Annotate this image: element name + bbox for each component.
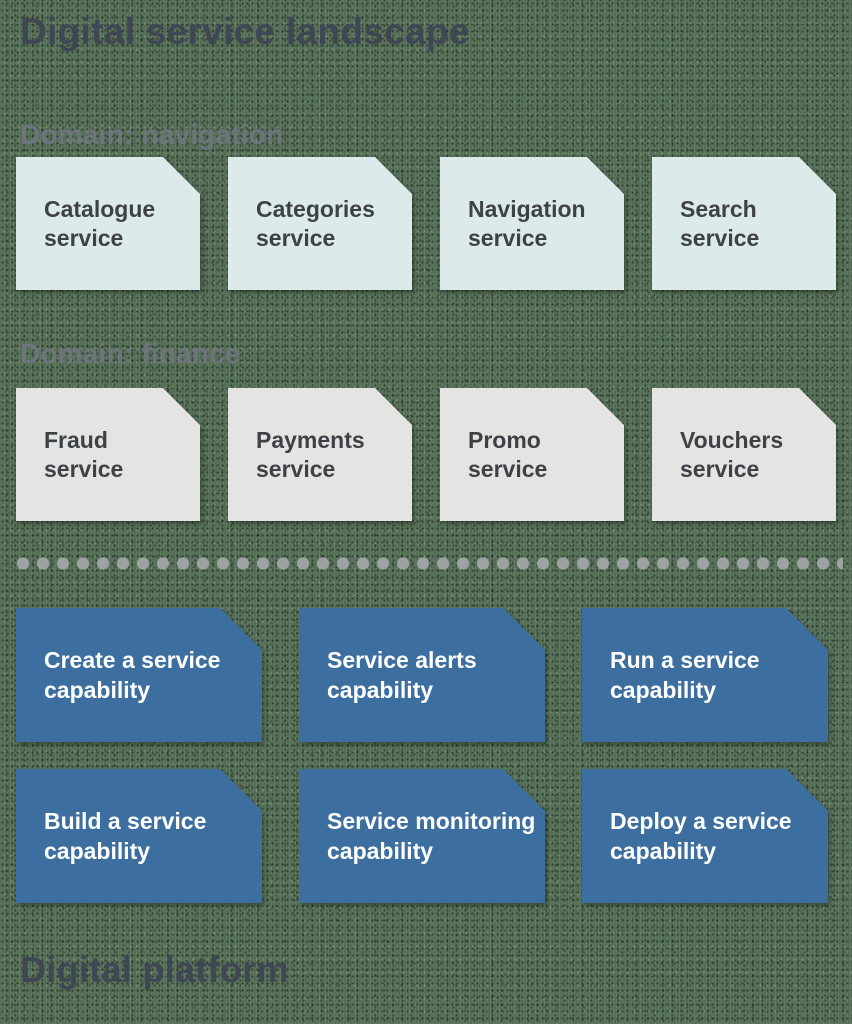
card-label: Catalogue xyxy=(44,195,156,222)
service-card-categories: Categories service xyxy=(228,157,412,290)
platform-title: Digital platform xyxy=(20,949,289,990)
capability-card-build: Build a service capability xyxy=(16,769,262,903)
card-label: capability xyxy=(610,677,717,703)
capability-card-create: Create a service capability xyxy=(16,608,262,742)
service-card-catalogue: Catalogue service xyxy=(16,157,200,290)
card-label: capability xyxy=(327,677,434,703)
card-label: service xyxy=(468,455,548,482)
card-label: Fraud xyxy=(44,426,108,453)
service-card-payments: Payments service xyxy=(228,388,412,521)
capability-card-service-monitoring: Service monitoring capability xyxy=(299,769,545,903)
card-label: capability xyxy=(610,838,717,864)
service-card-vouchers: Vouchers service xyxy=(652,388,836,521)
service-card-fraud: Fraud service xyxy=(16,388,200,521)
card-label: service xyxy=(44,455,124,482)
navigation-services-row: Catalogue service Categories service Nav… xyxy=(16,157,836,290)
capability-card-service-alerts: Service alerts capability xyxy=(299,608,545,742)
capabilities-row-1: Create a service capability Service aler… xyxy=(16,608,828,742)
card-label: Service monitoring xyxy=(327,808,536,834)
card-label: service xyxy=(256,455,336,482)
card-label: Search xyxy=(680,195,757,222)
card-label: Deploy a service xyxy=(610,808,792,834)
card-label: Vouchers xyxy=(680,426,784,453)
card-label: service xyxy=(680,455,760,482)
card-label: Payments xyxy=(256,426,365,453)
card-label: Build a service xyxy=(44,808,207,834)
card-label: service xyxy=(468,224,548,251)
dotted-separator xyxy=(13,557,843,570)
card-label: Create a service xyxy=(44,647,221,673)
card-label: Promo xyxy=(468,426,541,453)
domain-finance-label: Domain: finance xyxy=(20,338,241,369)
card-label: Service alerts xyxy=(327,647,477,673)
service-card-search: Search service xyxy=(652,157,836,290)
service-card-navigation: Navigation service xyxy=(440,157,624,290)
card-label: service xyxy=(256,224,336,251)
capabilities-row-2: Build a service capability Service monit… xyxy=(16,769,828,903)
card-label: Navigation xyxy=(468,195,586,222)
card-label: capability xyxy=(44,838,151,864)
capability-card-deploy: Deploy a service capability xyxy=(582,769,828,903)
card-label: service xyxy=(680,224,760,251)
page-title: Digital service landscape xyxy=(20,11,470,52)
card-label: capability xyxy=(44,677,151,703)
finance-services-row: Fraud service Payments service Promo ser… xyxy=(16,388,836,521)
card-label: capability xyxy=(327,838,434,864)
card-label: service xyxy=(44,224,124,251)
card-label: Run a service xyxy=(610,647,760,673)
card-label: Categories xyxy=(256,195,375,222)
domain-navigation-label: Domain: navigation xyxy=(20,119,284,150)
service-card-promo: Promo service xyxy=(440,388,624,521)
capability-card-run: Run a service capability xyxy=(582,608,828,742)
